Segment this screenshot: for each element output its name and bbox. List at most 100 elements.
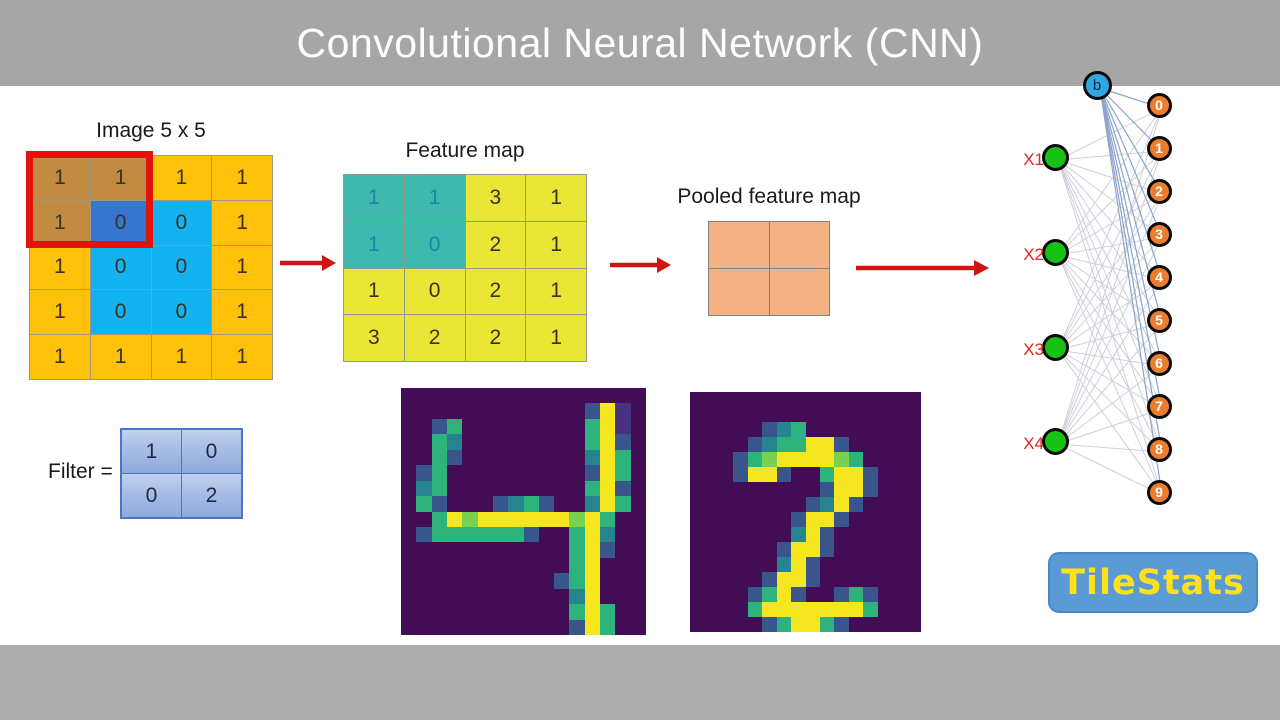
digit-pixel xyxy=(569,403,585,419)
digit-pixel xyxy=(600,418,616,435)
digit-pixel xyxy=(690,437,705,452)
feature-map-cell: 1 xyxy=(526,175,586,221)
input-image-cell: 1 xyxy=(212,335,272,379)
digit-pixel xyxy=(477,619,493,635)
digit-pixel xyxy=(805,407,820,422)
digit-pixel xyxy=(892,407,907,422)
digit-pixel xyxy=(834,587,849,602)
digit-pixel xyxy=(523,465,539,481)
digit-pixel xyxy=(523,434,539,450)
digit-pixel xyxy=(906,587,921,602)
digit-pixel xyxy=(538,465,555,481)
output-node-1: 1 xyxy=(1146,135,1172,161)
digit-pixel xyxy=(848,572,864,587)
filter-cell: 1 xyxy=(122,430,181,473)
digit-pixel xyxy=(848,527,864,542)
digit-pixel xyxy=(600,449,616,466)
digit-pixel xyxy=(477,418,493,435)
filter-label: Filter = xyxy=(48,460,113,483)
digit-pixel xyxy=(431,573,447,589)
input-label-x1: X1 xyxy=(1023,150,1044,169)
digit-pixel xyxy=(704,482,719,497)
digit-pixel xyxy=(877,482,893,497)
digit-pixel xyxy=(863,452,878,467)
digit-pixel xyxy=(718,587,734,602)
digit-pixel xyxy=(690,467,705,482)
digit-pixel xyxy=(776,617,792,632)
digit-pixel xyxy=(431,388,447,404)
mnist-digit-4-image xyxy=(401,388,646,635)
flow-arrow-2 xyxy=(610,257,671,273)
digit-pixel xyxy=(569,557,585,574)
digit-pixel xyxy=(776,482,792,497)
digit-pixel xyxy=(834,497,849,512)
digit-pixel xyxy=(416,480,432,497)
digit-pixel xyxy=(776,512,792,527)
digit-pixel xyxy=(819,437,835,452)
network-edge xyxy=(1057,236,1163,351)
digit-pixel xyxy=(834,557,849,572)
digit-pixel xyxy=(584,388,601,404)
feature-map-cell: 1 xyxy=(404,175,465,221)
digit-pixel xyxy=(401,542,417,558)
digit-pixel xyxy=(747,482,763,497)
digit-pixel xyxy=(477,480,493,497)
digit-pixel xyxy=(416,465,432,481)
digit-pixel xyxy=(791,467,806,482)
digit-pixel xyxy=(523,604,539,620)
digit-pixel xyxy=(569,496,585,512)
digit-pixel xyxy=(791,512,806,527)
digit-pixel xyxy=(462,619,478,635)
pooled-map-label: Pooled feature map xyxy=(677,185,861,208)
digit-pixel xyxy=(791,437,806,452)
digit-pixel xyxy=(630,619,646,635)
feature-map-cell: 1 xyxy=(344,175,404,221)
digit-pixel xyxy=(630,526,646,543)
digit-pixel xyxy=(892,587,907,602)
digit-pixel xyxy=(863,617,878,632)
digit-pixel xyxy=(600,573,616,589)
digit-pixel xyxy=(834,527,849,542)
digit-pixel xyxy=(630,418,646,435)
digit-pixel xyxy=(508,496,524,512)
digit-pixel xyxy=(718,542,734,557)
digit-pixel xyxy=(863,467,878,482)
digit-pixel xyxy=(834,602,849,617)
digit-pixel xyxy=(892,542,907,557)
digit-pixel xyxy=(584,496,601,512)
filter-cell: 0 xyxy=(182,430,241,473)
digit-pixel xyxy=(431,434,447,450)
bias-node: b xyxy=(1082,70,1112,100)
digit-pixel xyxy=(762,497,777,512)
conv-window-highlight xyxy=(26,151,153,248)
digit-pixel xyxy=(569,588,585,605)
digit-pixel xyxy=(805,602,820,617)
digit-pixel xyxy=(819,497,835,512)
digit-pixel xyxy=(538,557,555,574)
digit-pixel xyxy=(791,407,806,422)
digit-pixel xyxy=(508,604,524,620)
digit-pixel xyxy=(538,434,555,450)
digit-pixel xyxy=(762,482,777,497)
digit-pixel xyxy=(584,403,601,419)
network-edge xyxy=(1057,349,1163,410)
digit-pixel xyxy=(492,542,509,558)
digit-pixel xyxy=(446,434,463,450)
digit-pixel xyxy=(718,497,734,512)
digit-pixel xyxy=(733,452,748,467)
digit-pixel xyxy=(615,449,631,466)
digit-pixel xyxy=(569,526,585,543)
digit-pixel xyxy=(584,604,601,620)
digit-pixel xyxy=(523,542,539,558)
digit-pixel xyxy=(747,437,763,452)
digit-pixel xyxy=(477,573,493,589)
digit-pixel xyxy=(477,434,493,450)
digit-pixel xyxy=(747,602,763,617)
digit-pixel xyxy=(776,572,792,587)
input-image-cell: 1 xyxy=(30,335,90,379)
digit-pixel xyxy=(877,602,893,617)
digit-pixel xyxy=(446,480,463,497)
digit-pixel xyxy=(733,587,748,602)
input-image-cell: 1 xyxy=(151,335,212,379)
